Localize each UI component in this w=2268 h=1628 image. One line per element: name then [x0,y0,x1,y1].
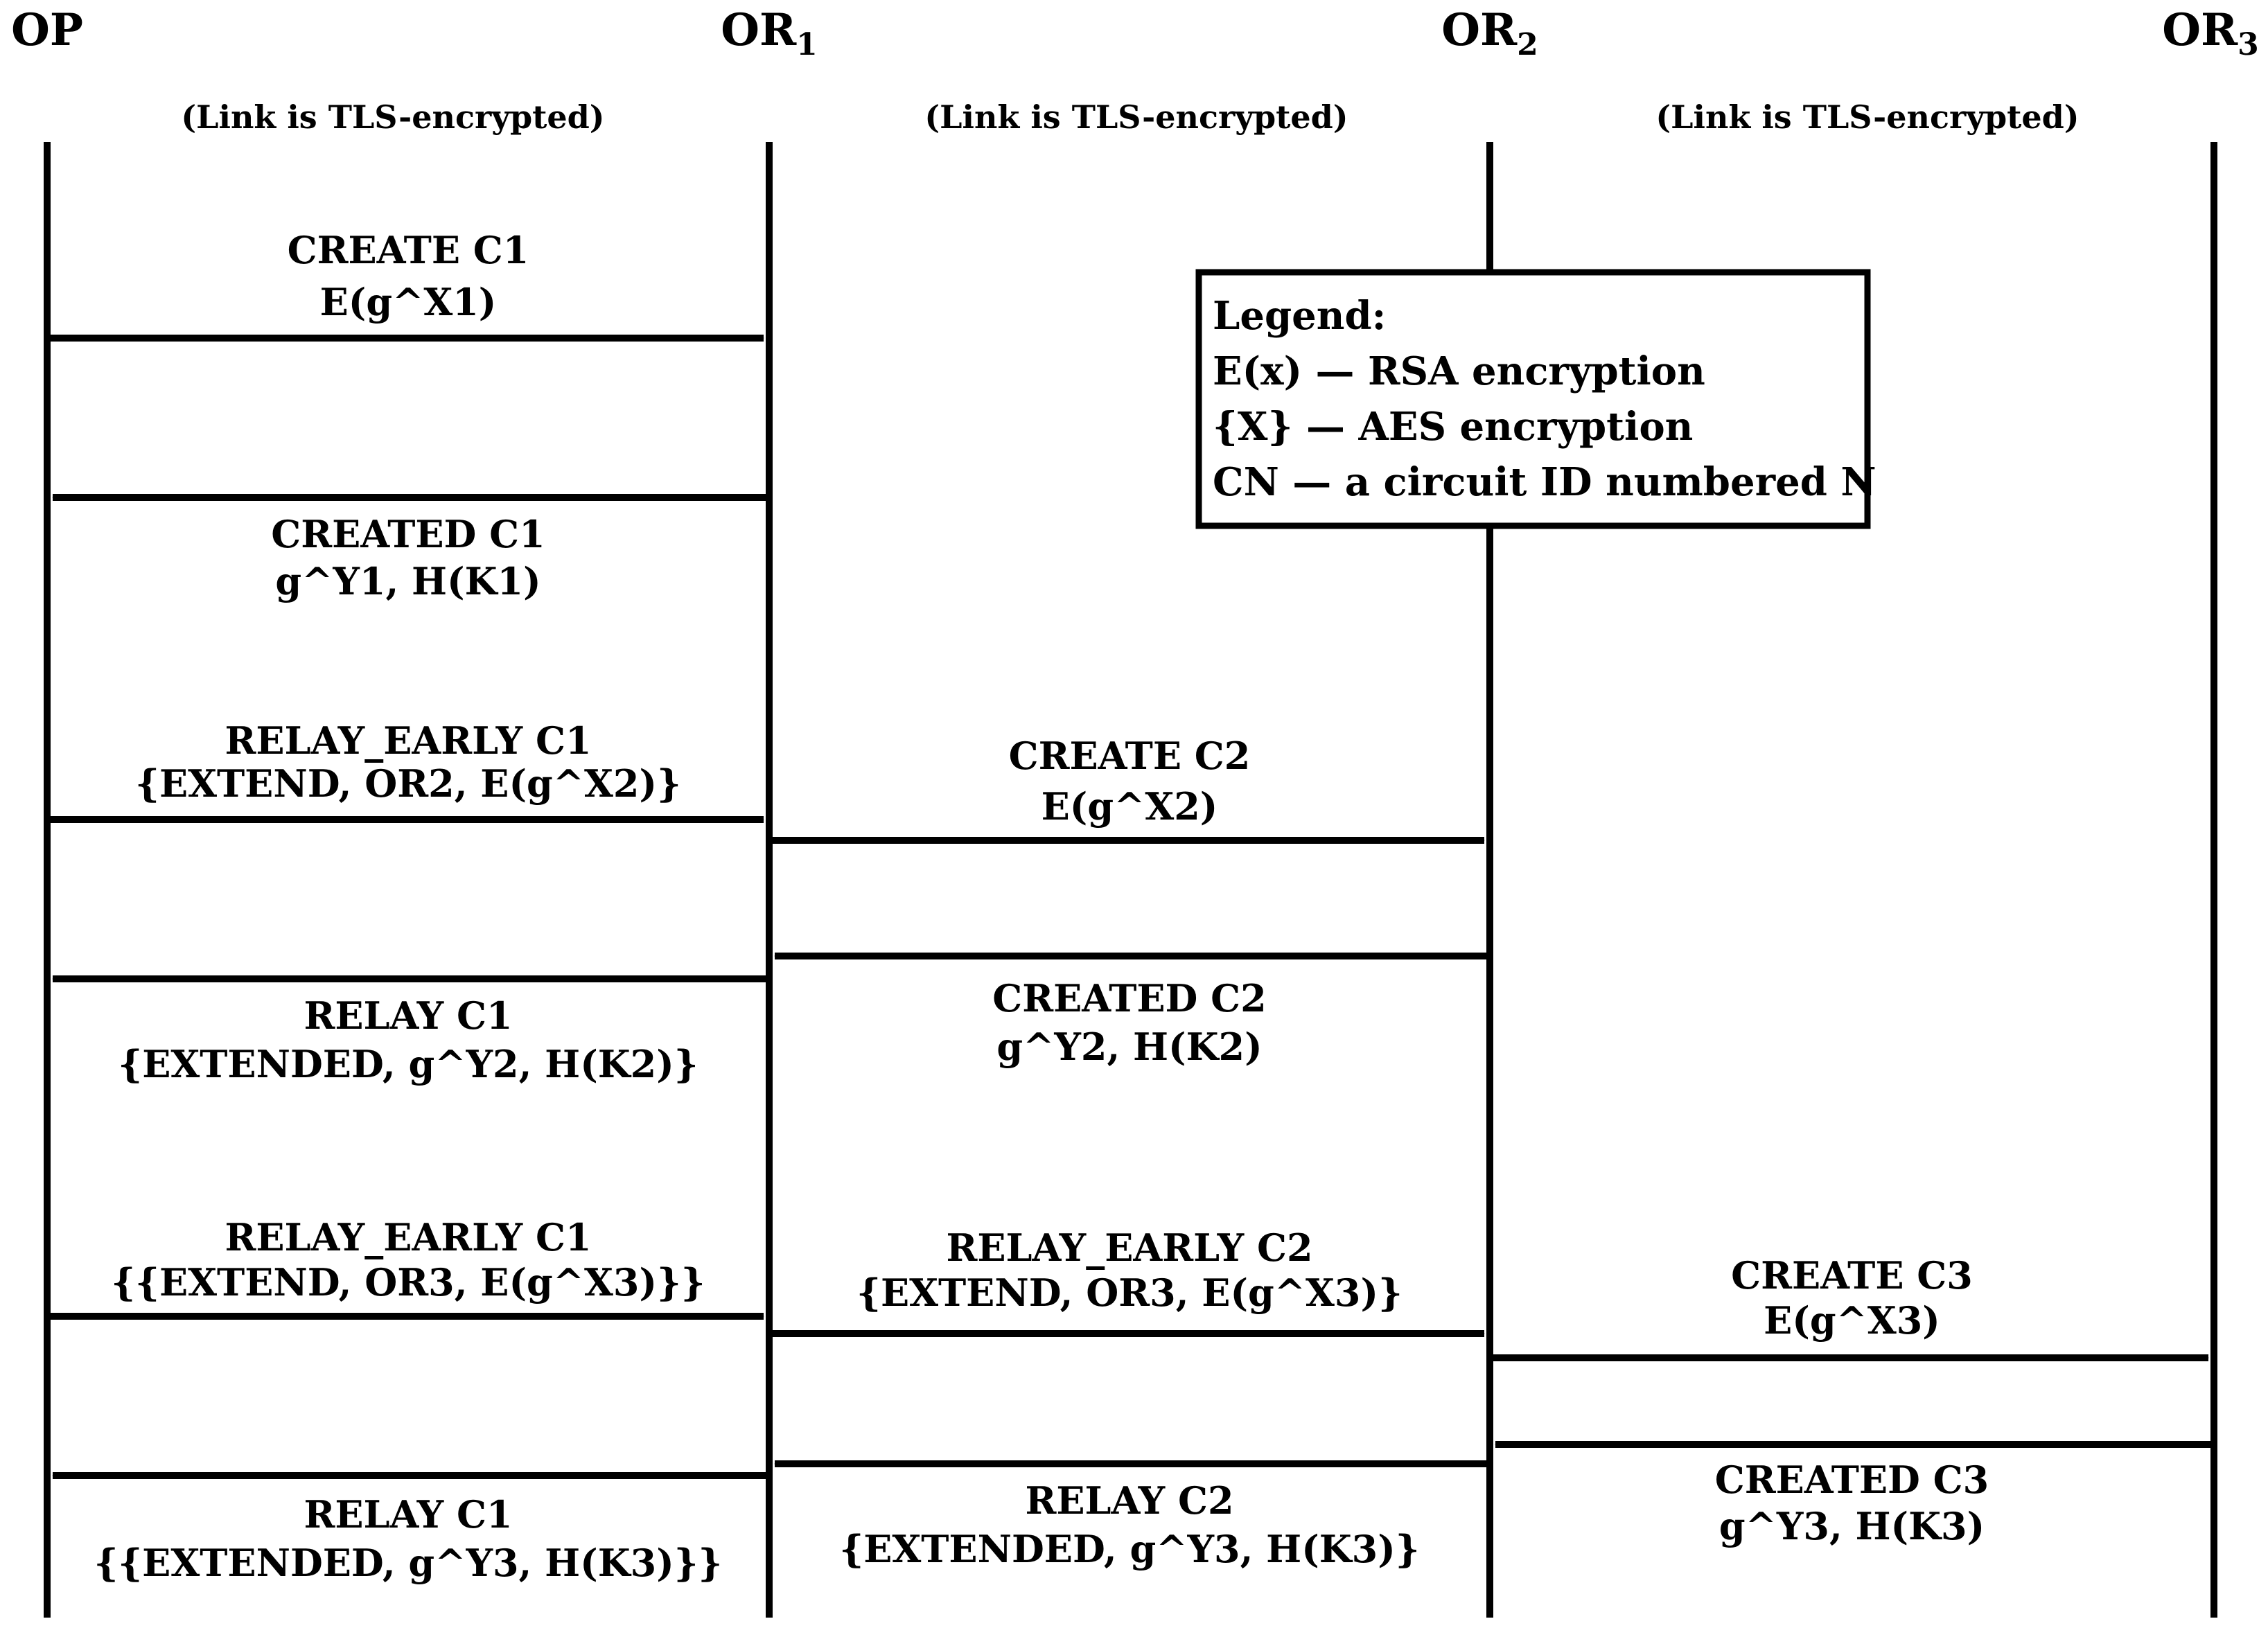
message-5: CREATED C2 g^Y2, H(K2) [774,953,1486,1069]
actor-or3-label: OR3 [2162,4,2259,62]
link-note-or2-or3: (Link is TLS-encrypted) [1655,98,2079,136]
message-title: RELAY C2 [1025,1478,1233,1523]
message-12: RELAY C1{{EXTENDED, g^Y3, H(K3)}} [52,1472,766,1585]
message-title: RELAY_EARLY C1 [225,718,591,763]
link-note-or1-or2: (Link is TLS-encrypted) [924,98,1348,136]
message-payload: {EXTEND, OR2, E(g^X2)} [135,761,681,806]
message-8: RELAY_EARLY C2{EXTEND, OR3, E(g^X3)} [773,1226,1485,1337]
message-10: CREATED C3g^Y3, H(K3) [1495,1441,2210,1548]
message-payload: g^Y1, H(K1) [275,559,540,603]
message-7: RELAY_EARLY C1{{EXTEND, OR3, E(g^X3)}} [51,1215,764,1320]
message-payload: {EXTENDED, g^Y3, H(K3)} [839,1527,1419,1571]
message-6: RELAY C1{EXTENDED, g^Y2, H(K2)} [52,975,766,1086]
message-11: RELAY C2{EXTENDED, g^Y3, H(K3)} [774,1460,1486,1571]
message-title: CREATED C2 [992,976,1266,1020]
message-payload: g^Y3, H(K3) [1719,1504,1985,1548]
message-title: RELAY_EARLY C2 [946,1226,1312,1270]
legend-item-rsa: E(x) — RSA encryption [1213,348,1705,394]
message-4: CREATE C2 E(g^X2) [773,734,1485,844]
message-2: CREATED C1g^Y1, H(K1) [52,494,766,603]
legend-title: Legend: [1213,293,1386,339]
legend: Legend: E(x) — RSA encryption {X} — AES … [1195,269,1876,529]
message-title: RELAY_EARLY C1 [225,1215,591,1259]
message-title: CREATE C3 [1731,1253,1973,1298]
message-payload: {EXTEND, OR3, E(g^X3)} [856,1271,1403,1315]
message-payload: {EXTENDED, g^Y2, H(K2)} [118,1042,698,1086]
message-payload: E(g^X3) [1764,1298,1940,1343]
message-title: RELAY C1 [304,1492,512,1537]
message-title: CREATE C2 [1009,734,1251,778]
message-title: CREATED C1 [271,512,545,556]
message-1: CREATE C1 E(g^X1) [51,228,764,342]
message-payload: E(g^X1) [320,280,497,324]
link-note-op-or1: (Link is TLS-encrypted) [181,98,604,136]
message-title: RELAY C1 [304,993,512,1038]
legend-item-aes: {X} — AES encryption [1213,404,1693,450]
actor-or2-label: OR2 [1441,4,1538,62]
actor-op-label: OP [11,4,83,56]
message-9: CREATE C3E(g^X3) [1493,1253,2209,1361]
message-payload: {{EXTENDED, g^Y3, H(K3)}} [94,1541,723,1585]
message-payload: E(g^X2) [1041,784,1218,829]
message-payload: {{EXTEND, OR3, E(g^X3)}} [112,1260,705,1304]
actor-or1-label: OR1 [721,4,818,62]
message-3: RELAY_EARLY C1{EXTEND, OR2, E(g^X2)} [51,718,764,823]
legend-item-circuit-id: CN — a circuit ID numbered N [1213,459,1876,505]
message-payload: g^Y2, H(K2) [996,1025,1262,1069]
legend-box [1195,269,1871,529]
message-title: CREATE C1 [288,228,529,272]
message-title: CREATED C3 [1715,1458,1989,1502]
